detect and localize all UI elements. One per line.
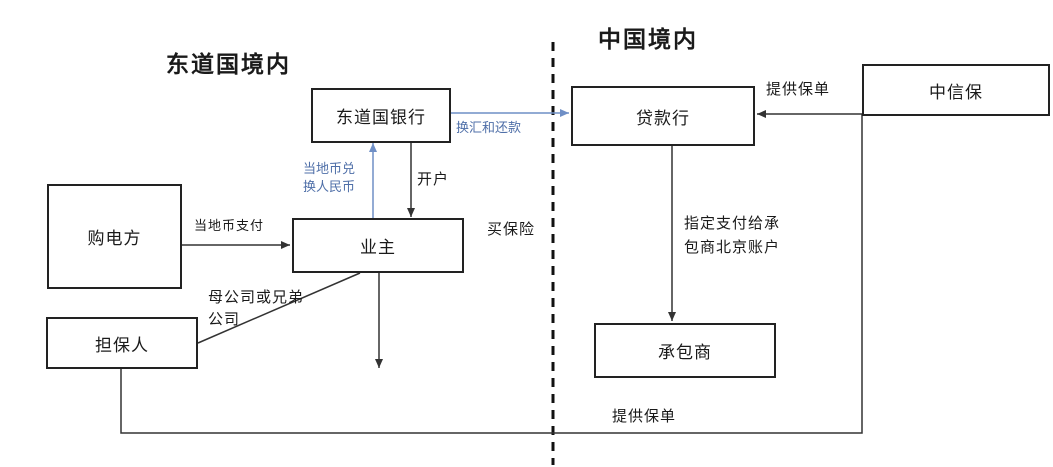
node-sinosure: 中信保 <box>862 64 1050 116</box>
label-local-to-rmb-2: 换人民币 <box>303 180 356 195</box>
label-local-payment: 当地币支付 <box>194 219 265 234</box>
node-power-buyer: 购电方 <box>47 184 182 289</box>
node-host-bank: 东道国银行 <box>311 88 451 143</box>
label-parent-sibling-1: 母公司或兄弟 <box>208 288 305 306</box>
node-lending-bank: 贷款行 <box>571 86 755 146</box>
label-open-account: 开户 <box>417 170 450 188</box>
label-buy-insurance: 买保险 <box>487 220 536 238</box>
region-title-host-country: 东道国境内 <box>166 51 291 78</box>
region-title-china: 中国境内 <box>598 26 698 53</box>
label-parent-sibling-2: 公司 <box>208 310 241 328</box>
node-owner: 业主 <box>292 218 464 273</box>
label-exchange-repay: 换汇和还款 <box>456 121 522 136</box>
line-provide-policy-bottom <box>120 114 863 434</box>
label-designated-pay-1: 指定支付给承 <box>684 214 781 232</box>
line-parent-sibling <box>197 272 361 344</box>
node-guarantor: 担保人 <box>46 317 198 369</box>
label-local-to-rmb-1: 当地币兑 <box>303 162 356 177</box>
label-provide-policy-bottom: 提供保单 <box>612 407 677 425</box>
node-contractor: 承包商 <box>594 323 776 378</box>
label-provide-policy-top: 提供保单 <box>766 80 831 98</box>
label-designated-pay-2: 包商北京账户 <box>684 238 781 256</box>
